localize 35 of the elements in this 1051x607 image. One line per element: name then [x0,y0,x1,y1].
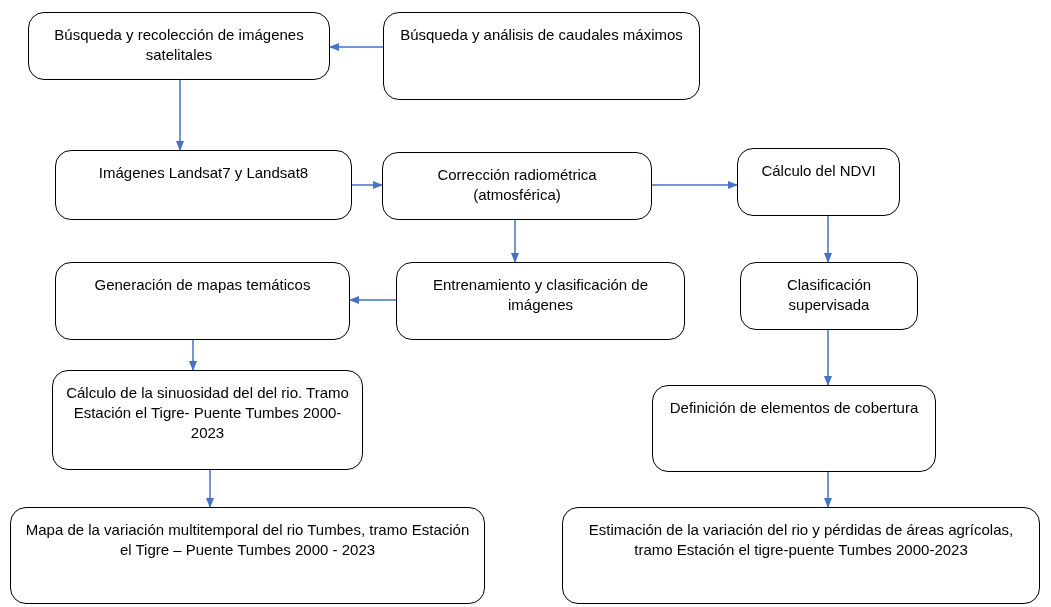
process-box [737,148,900,216]
box-text: Búsqueda y recolección de imágenes satelitales [53,25,305,65]
process-box [10,507,485,604]
arrow [824,471,832,508]
process-box [740,262,918,330]
process-box [52,370,363,470]
arrow [351,181,383,189]
process-box [396,262,685,340]
box-text: Cálculo de la sinuosidad del del rio. Tramo Estación el Tigre- Puente Tumbes 2000-2023 [65,383,350,443]
box-text: Corrección radiométrica (atmosférica) [436,165,598,205]
process-box [652,385,936,472]
box-text: Definición de elementos de cobertura [669,398,919,418]
box-text: Cálculo del NDVI [761,161,876,181]
box-text: Búsqueda y análisis de caudales máximos [400,25,683,45]
arrow [511,219,519,263]
box-text: Estimación de la variación del rio y pérdidas de áreas agrícolas, tramo Estación el tigre-puente Tumbes 2000-2023 [587,520,1015,560]
process-box [55,262,350,340]
arrow [189,339,197,371]
arrow [824,215,832,263]
arrow [349,296,397,304]
process-box [55,150,352,220]
arrow [329,43,384,51]
box-text: Generación de mapas temáticos [94,275,311,295]
box-text: Imágenes Landsat7 y Landsat8 [98,163,309,183]
process-box [382,152,652,220]
arrow [176,79,184,151]
box-text: Entrenamiento y clasificación de imágenes [431,275,650,315]
arrow [824,329,832,386]
process-box [562,507,1040,604]
process-box [383,12,700,100]
process-box [28,12,330,80]
box-text: Clasificación supervisada [785,275,873,315]
box-text: Mapa de la variación multitemporal del rio Tumbes, tramo Estación el Tigre – Puente Tumbes 2000 - 2023 [24,520,471,560]
arrow [651,181,738,189]
arrow [206,469,214,508]
